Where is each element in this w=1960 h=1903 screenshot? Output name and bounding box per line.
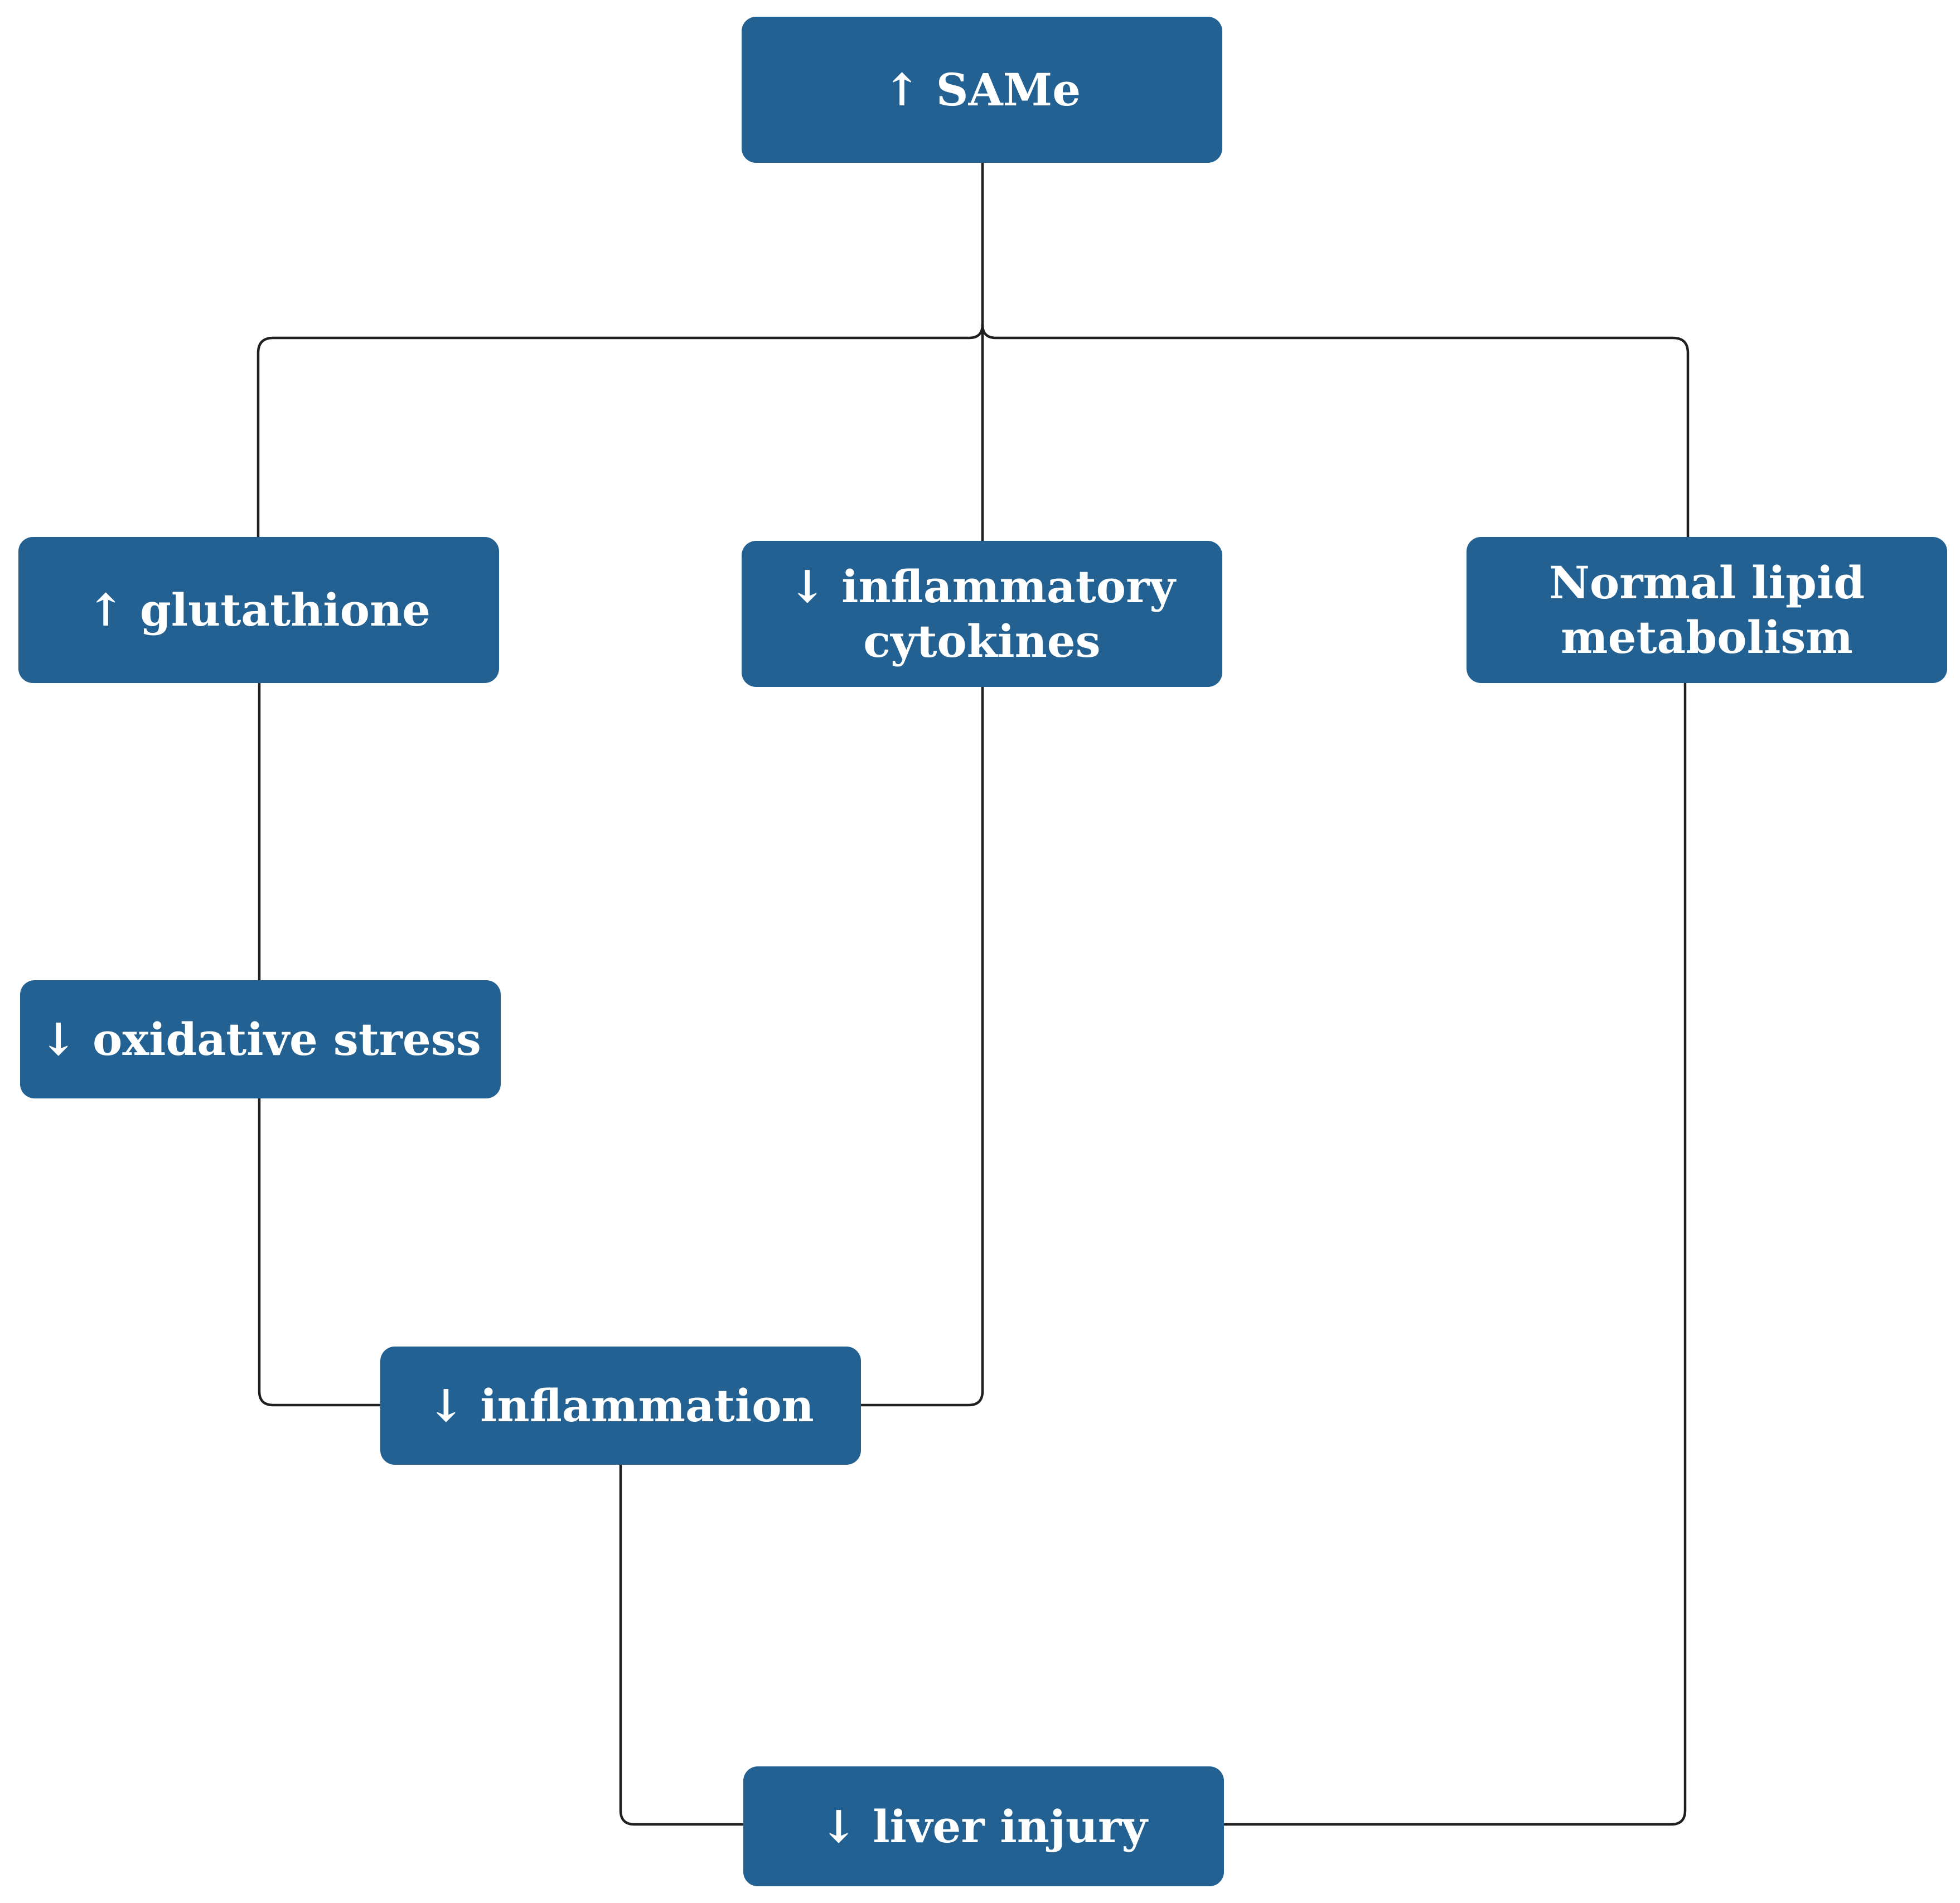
connector-cytokines-to-inflammation xyxy=(859,685,984,1407)
node-normal-lipid-metabolism: Normal lipid metabolism xyxy=(1467,537,1947,683)
node-lipid-line-2: metabolism xyxy=(1560,611,1853,664)
node-liver-injury-label: ↓ liver injury xyxy=(820,1800,1148,1853)
node-normal-lipid-metabolism-label: Normal lipid metabolism xyxy=(1549,555,1865,665)
node-liver-injury: ↓ liver injury xyxy=(743,1766,1224,1886)
connector-bracket-left xyxy=(257,323,984,539)
node-glutathione: ↑ glutathione xyxy=(18,537,499,683)
node-oxidative-stress-label: ↓ oxidative stress xyxy=(40,1013,481,1066)
connector-lipid-to-liver xyxy=(1222,681,1687,1826)
node-inflammatory-cytokines-label: ↓ inflammatory cytokines xyxy=(788,559,1175,669)
node-cytokines-line-1: ↓ inflammatory xyxy=(788,560,1175,613)
node-same-label: ↑ SAMe xyxy=(883,64,1081,116)
node-lipid-line-1: Normal lipid xyxy=(1548,556,1865,609)
connector-bracket-right xyxy=(981,323,1690,539)
node-inflammatory-cytokines: ↓ inflammatory cytokines xyxy=(742,541,1222,687)
node-inflammation-label: ↓ inflammation xyxy=(427,1379,814,1432)
connector-inflammation-to-liver xyxy=(619,1463,745,1826)
node-glutathione-label: ↑ glutathione xyxy=(86,584,431,636)
node-oxidative-stress: ↓ oxidative stress xyxy=(20,980,501,1098)
connector-oxidative-to-inflammation xyxy=(258,1097,382,1407)
node-same: ↑ SAMe xyxy=(742,17,1222,163)
node-inflammation: ↓ inflammation xyxy=(380,1347,861,1465)
node-cytokines-line-2: cytokines xyxy=(863,615,1101,667)
